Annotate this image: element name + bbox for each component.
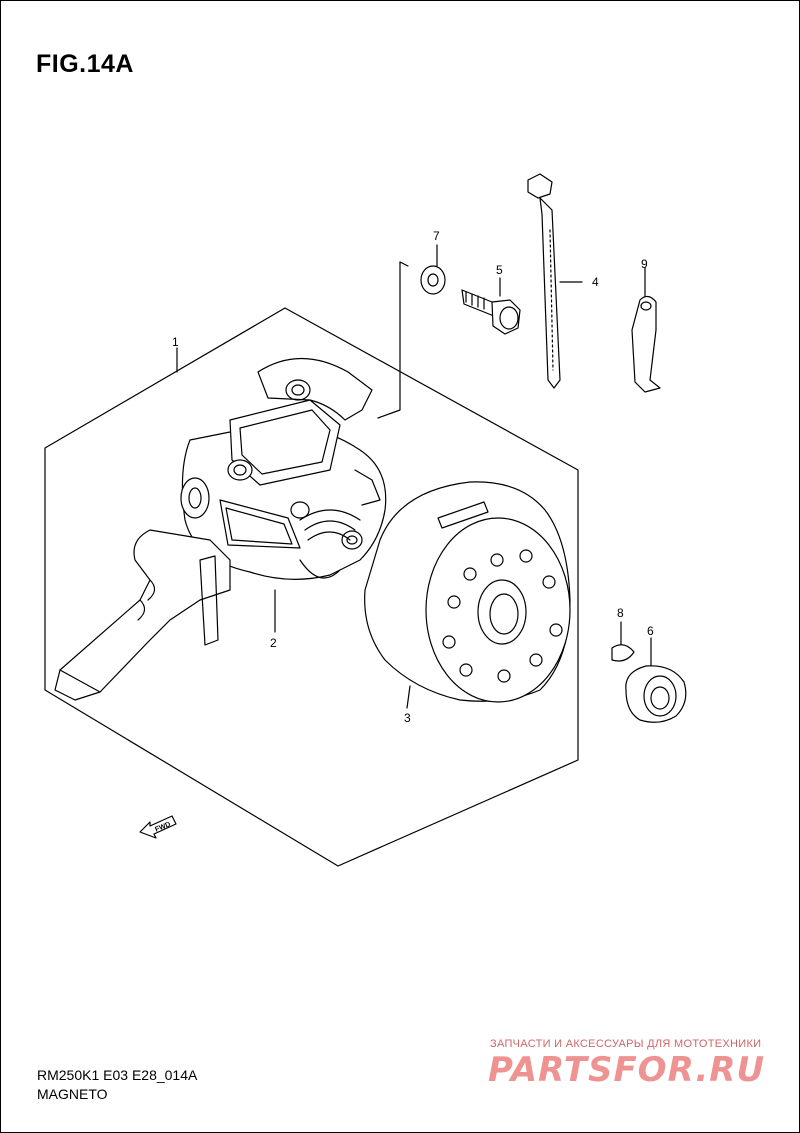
- callout-8: 8: [617, 606, 624, 620]
- clamp-9: [631, 295, 661, 393]
- washer-7: [420, 265, 446, 295]
- stator-assembly: [54, 358, 387, 701]
- fwd-arrow-icon: FWD: [139, 815, 177, 839]
- callout-7: 7: [433, 229, 440, 243]
- key-8: [611, 644, 635, 662]
- callout-9: 9: [641, 257, 648, 271]
- rotor-flywheel: [364, 481, 571, 703]
- diagram-code: RM250K1 E03 E28_014A: [37, 1067, 198, 1083]
- assembly-box: [377, 261, 401, 419]
- callout-4: 4: [592, 275, 599, 289]
- callout-6: 6: [647, 624, 654, 638]
- watermark-logo: PARTSFOR.RU: [488, 1050, 766, 1090]
- nut-6: [625, 665, 687, 723]
- assembly-outline: [44, 307, 579, 867]
- callout-2: 2: [270, 636, 277, 650]
- callout-3: 3: [404, 711, 411, 725]
- section-name: MAGNETO: [37, 1086, 108, 1102]
- watermark-tagline: ЗАПЧАСТИ И АКСЕССУАРЫ ДЛЯ МОТОТЕХНИКИ: [490, 1038, 762, 1050]
- callout-1: 1: [172, 335, 179, 349]
- bolt-5: [461, 289, 521, 335]
- clamp-band-4: [527, 173, 561, 389]
- callout-5: 5: [496, 263, 503, 277]
- figure-title: FIG.14A: [36, 50, 134, 78]
